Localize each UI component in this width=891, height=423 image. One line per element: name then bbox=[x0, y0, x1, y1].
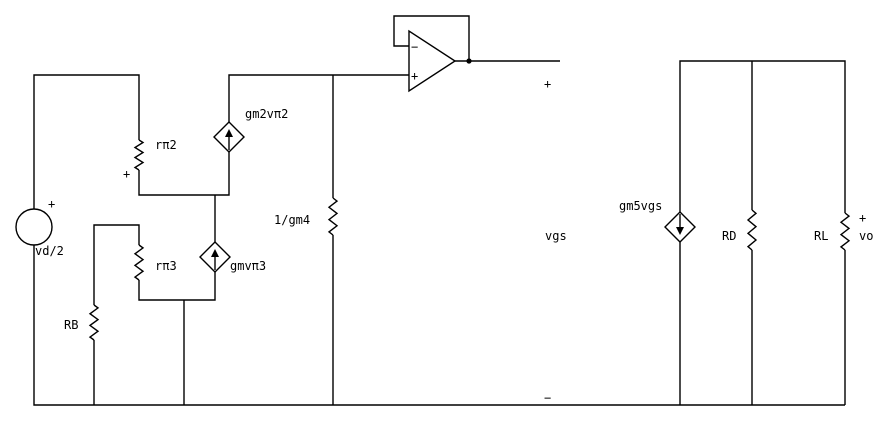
arrow-up-icon bbox=[225, 129, 233, 137]
rpi2-plus: + bbox=[123, 167, 130, 181]
source-plus: + bbox=[48, 197, 55, 211]
gm3-label: gmvπ3 bbox=[230, 259, 266, 273]
gm5-label: gm5vgs bbox=[619, 199, 662, 213]
resistor-1-gm4 bbox=[327, 197, 339, 236]
resistor-rd bbox=[746, 209, 758, 251]
opamp-plus: + bbox=[411, 69, 418, 83]
source-label: vd/2 bbox=[35, 244, 64, 258]
dependent-source-gm2 bbox=[213, 121, 245, 153]
rpi3-label: rπ3 bbox=[155, 259, 177, 273]
rl-label: RL bbox=[814, 229, 828, 243]
resistor-rpi3 bbox=[133, 244, 145, 281]
resistor-rb bbox=[88, 304, 100, 341]
dependent-source-gm5 bbox=[664, 211, 696, 243]
dependent-source-gm3 bbox=[199, 241, 231, 273]
op-amp: − + bbox=[408, 29, 472, 93]
resistor-rpi2 bbox=[133, 139, 145, 171]
gm2-label: gm2vπ2 bbox=[245, 107, 288, 121]
vo-plus: + bbox=[859, 211, 866, 225]
rpi2-label: rπ2 bbox=[155, 138, 177, 152]
voltage-source-icon bbox=[15, 208, 53, 246]
vo-label: vo bbox=[859, 229, 873, 243]
resistor-rl bbox=[839, 212, 851, 251]
vgs-plus: + bbox=[544, 77, 551, 91]
rd-label: RD bbox=[722, 229, 736, 243]
arrow-up-icon bbox=[211, 249, 219, 257]
junction-dot bbox=[466, 58, 472, 64]
vgs-label: vgs bbox=[545, 229, 567, 243]
opamp-minus: − bbox=[411, 40, 418, 54]
vgs-minus: − bbox=[544, 391, 551, 405]
arrow-down-icon bbox=[676, 227, 684, 235]
rb-label: RB bbox=[64, 318, 78, 332]
gm4-label: 1/gm4 bbox=[274, 213, 310, 227]
wires bbox=[33, 15, 846, 406]
